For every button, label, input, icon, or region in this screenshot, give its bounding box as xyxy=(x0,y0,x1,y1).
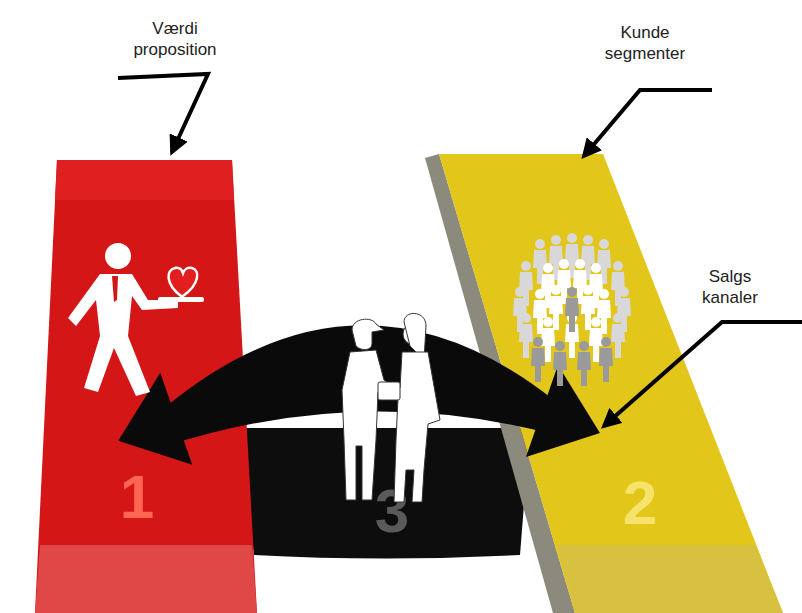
leader-line xyxy=(118,74,208,152)
pillar-block: 1 xyxy=(35,160,260,613)
arc-body xyxy=(163,325,555,447)
heart-symbol xyxy=(169,268,198,296)
leader-line xyxy=(584,90,712,156)
crowd-icon xyxy=(513,233,631,386)
block-face xyxy=(55,160,234,200)
channel-arc-arrow xyxy=(118,325,600,465)
callout-label: Salgs kanaler xyxy=(680,266,780,308)
arrow-head xyxy=(526,365,600,457)
callout-number: 1 xyxy=(87,462,187,532)
callout-number: 3 xyxy=(342,476,442,546)
arrow-head xyxy=(118,373,192,465)
handshake-figures xyxy=(342,313,440,502)
callout-label: Værdi proposition xyxy=(110,18,240,60)
block-outline xyxy=(35,160,260,613)
block-face xyxy=(35,545,257,613)
pillar-block: 2 xyxy=(425,150,785,613)
pillar-block: 3 xyxy=(240,420,530,560)
block-face xyxy=(240,428,530,559)
block-face xyxy=(35,160,257,613)
leader-line xyxy=(604,322,802,426)
block-face xyxy=(557,545,783,613)
block-outline xyxy=(425,150,785,613)
waiter-icon xyxy=(68,243,204,396)
callout-label: Kunde segmenter xyxy=(585,22,705,64)
callout-number: 2 xyxy=(590,468,690,538)
